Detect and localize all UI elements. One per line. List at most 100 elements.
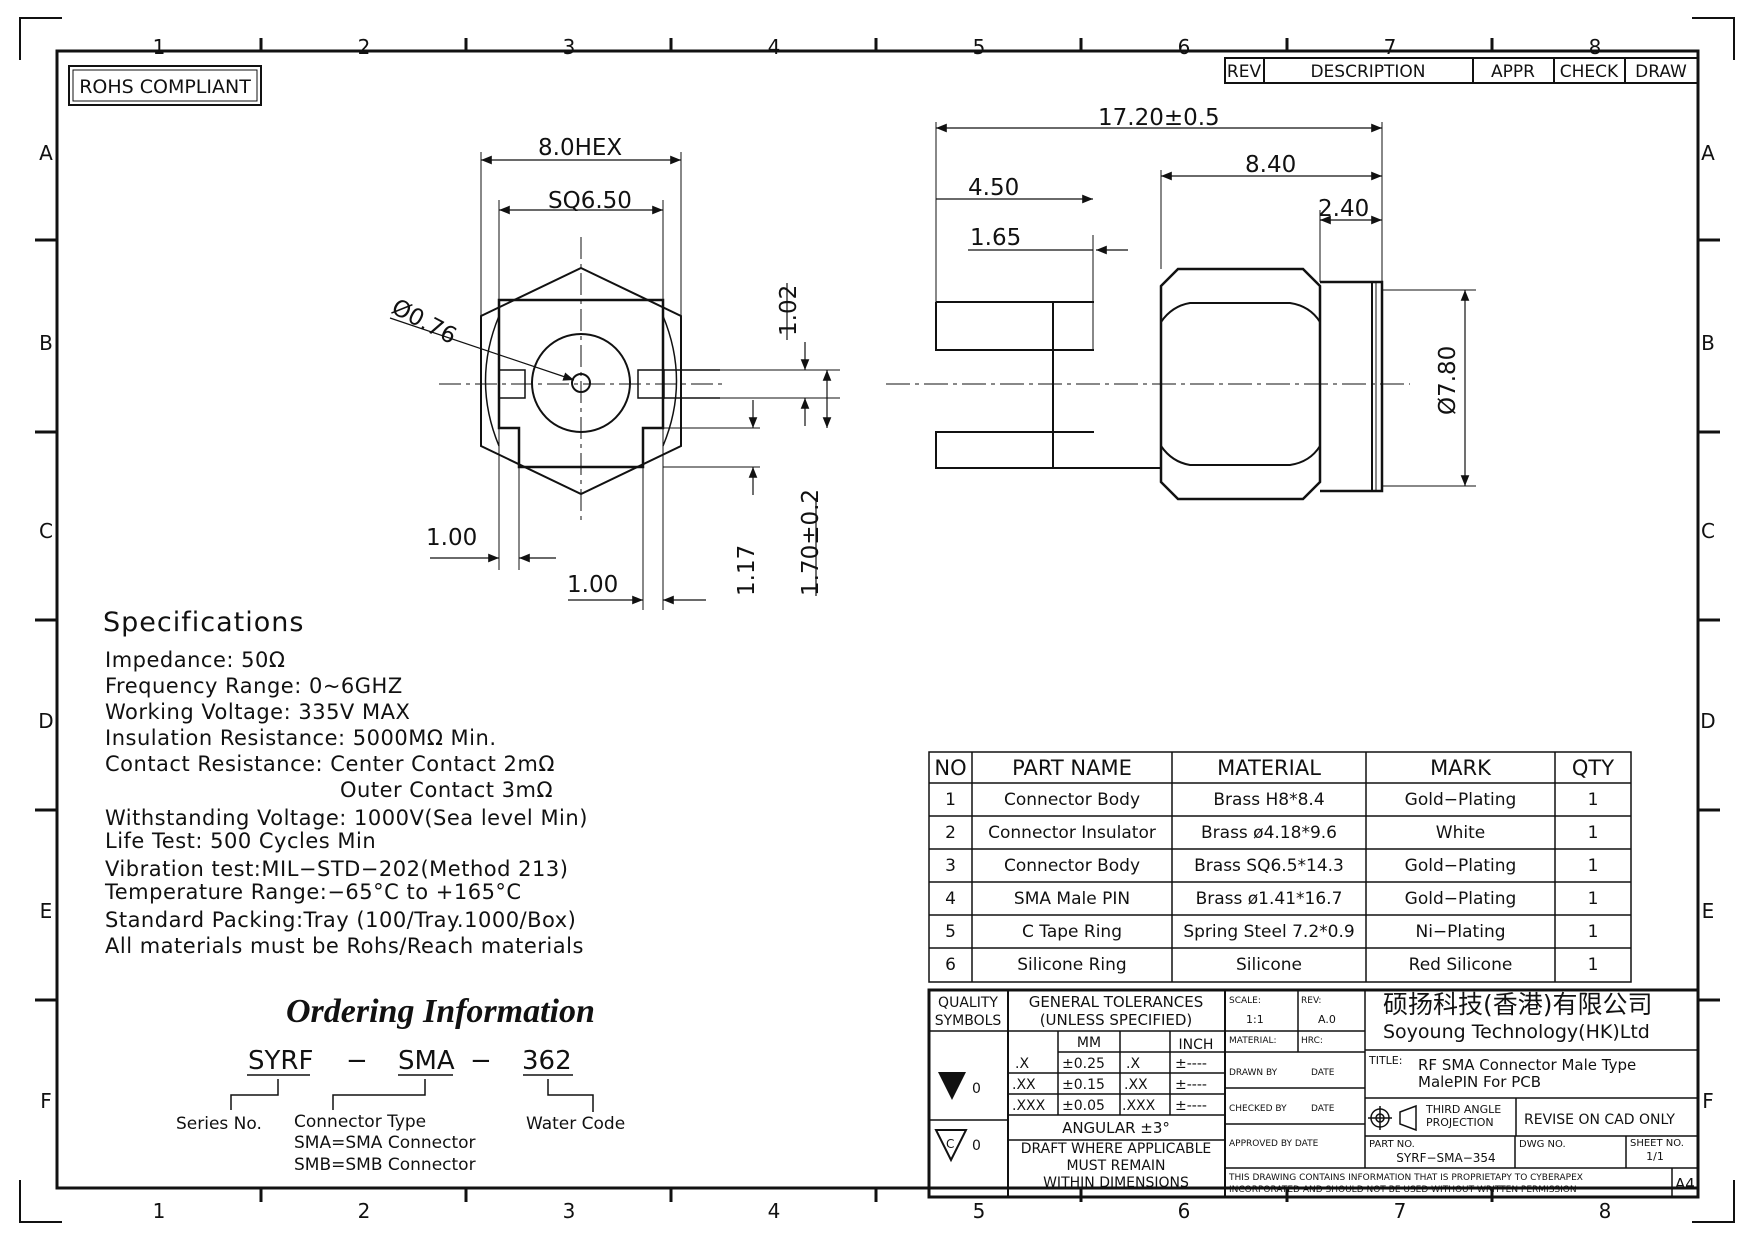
quality-label: QUALITY: [938, 995, 998, 1011]
table-cell: Gold−Plating: [1404, 888, 1517, 909]
dim-hex: 8.0HEX: [538, 135, 622, 161]
ordering-leaders: [230, 1074, 594, 1112]
table-row: 3: [945, 855, 956, 876]
dim-1-17: 1.17: [734, 545, 760, 596]
rear-ring: [1371, 281, 1383, 492]
col-label: 3: [563, 35, 576, 59]
mm-label: MM: [1077, 1035, 1101, 1051]
row-label: B: [1701, 331, 1715, 355]
rohs-label: ROHS COMPLIANT: [79, 76, 251, 98]
ordering-conn-label: Connector Type: [294, 1112, 427, 1132]
approved-by-label: APPROVED BY DATE: [1229, 1139, 1319, 1149]
row-label: C: [39, 519, 53, 543]
spec-frequency: Frequency Range: 0~6GHZ: [105, 674, 403, 698]
table-row: 6: [945, 955, 956, 975]
check-col: CHECK: [1560, 62, 1619, 82]
col-label: 6: [1178, 35, 1191, 59]
title-line-2: MalePIN For PCB: [1418, 1073, 1541, 1091]
table-cell: Silicone: [1236, 955, 1302, 975]
third-angle-1: THIRD ANGLE: [1425, 1103, 1501, 1116]
checked-by-label: CHECKED BY: [1229, 1104, 1287, 1114]
rev-label: REV:: [1301, 996, 1321, 1006]
company-cn: 硕扬科技(香港)有限公司: [1383, 990, 1653, 1019]
ordering-sma: SMA=SMA Connector: [294, 1133, 476, 1153]
col-label: 7: [1394, 1199, 1407, 1223]
col-label: 5: [973, 1199, 986, 1223]
table-cell: Ni−Plating: [1415, 921, 1506, 942]
appr-col: APPR: [1491, 62, 1535, 82]
row-label: A: [39, 141, 53, 165]
tol-x-mm: ±0.25: [1062, 1056, 1105, 1072]
quality-triangle-filled-icon: [938, 1072, 966, 1100]
table-row: 4: [945, 888, 956, 909]
spec-voltage: Working Voltage: 335V MAX: [105, 700, 411, 724]
bom-header-part: PART NAME: [1012, 755, 1132, 780]
draft-line-1: DRAFT WHERE APPLICABLE: [1021, 1141, 1212, 1157]
tol-x: .X: [1015, 1056, 1029, 1072]
table-cell: 1: [1587, 789, 1599, 810]
hrc-label: HRC:: [1301, 1036, 1323, 1046]
col-label: 4: [768, 35, 781, 59]
spec-insulation: Insulation Resistance: 5000MΩ Min.: [105, 726, 497, 750]
pcb-pin: [935, 301, 1094, 469]
table-cell: 1: [1587, 822, 1599, 843]
zone-ticks: [35, 38, 1720, 1202]
title-block-grid: [927, 988, 1700, 1199]
ordering-series-label: Series No.: [176, 1114, 262, 1134]
dim-1-65: 1.65: [970, 225, 1021, 251]
dim-2-40: 2.40: [1318, 196, 1369, 222]
tol-xx: .XX: [1012, 1077, 1036, 1093]
row-label: E: [40, 899, 53, 923]
row-label: F: [40, 1089, 52, 1113]
ordering-code: 362: [522, 1046, 572, 1076]
dim-total: 17.20±0.5: [1098, 105, 1220, 131]
tol-xxx-inch: ±----: [1175, 1098, 1207, 1114]
table-cell: 1: [1587, 855, 1599, 876]
material-label: MATERIAL:: [1229, 1036, 1277, 1046]
table-row: 1: [945, 789, 956, 810]
table-cell: Brass H8*8.4: [1213, 789, 1325, 810]
rev-col: REV: [1227, 62, 1262, 82]
specs-title: Specifications: [103, 607, 305, 638]
table-cell: 1: [1587, 888, 1599, 909]
symbol-zero-b: 0: [972, 1138, 981, 1154]
row-label: E: [1702, 899, 1715, 923]
zone-labels: 1 2 3 4 5 6 7 8 1 2 3 4 5 6 7 8 A B C D …: [38, 35, 1715, 1223]
unless-label: (UNLESS SPECIFIED): [1040, 1011, 1193, 1029]
col-label: 1: [153, 35, 166, 59]
table-cell: Silicone Ring: [1017, 955, 1127, 975]
tol-xx-mm: ±0.15: [1062, 1077, 1105, 1093]
col-label: 6: [1178, 1199, 1191, 1223]
ordering-dash-2: −: [470, 1046, 492, 1076]
col-label: 8: [1589, 35, 1602, 59]
notice-line-1: THIS DRAWING CONTAINS INFORMATION THAT I…: [1228, 1173, 1583, 1183]
third-angle-projection-icon: [1368, 1104, 1417, 1132]
spec-impedance: Impedance: 50Ω: [105, 648, 286, 672]
ordering-water-label: Water Code: [526, 1114, 626, 1134]
ordering-type: SMA: [398, 1046, 455, 1076]
symbol-zero-a: 0: [972, 1081, 981, 1097]
table-cell: Spring Steel 7.2*0.9: [1183, 921, 1355, 942]
table-cell: SMA Male PIN: [1013, 888, 1131, 909]
tol-xxx: .XXX: [1012, 1098, 1046, 1114]
bom-header-no: NO: [934, 755, 967, 780]
row-label: D: [1700, 709, 1715, 733]
title-label: TITLE:: [1368, 1054, 1402, 1067]
table-cell: Brass ø4.18*9.6: [1201, 822, 1337, 843]
part-no-value: SYRF−SMA−354: [1396, 1151, 1495, 1165]
revision-header: [1224, 57, 1699, 84]
gen-tol-label: GENERAL TOLERANCES: [1029, 993, 1204, 1011]
quality-triangle-outline-icon: [934, 1129, 968, 1163]
spec-contact: Contact Resistance: Center Contact 2mΩ: [105, 752, 555, 776]
table-cell: C Tape Ring: [1021, 921, 1123, 942]
ordering-title: Ordering Information: [286, 993, 595, 1030]
spec-life: Life Test: 500 Cycles Min: [105, 829, 377, 853]
table-cell: Connector Body: [1004, 855, 1140, 876]
bom-header-mark: MARK: [1430, 755, 1491, 780]
draft-line-3: WITHIN DIMENSIONS: [1043, 1175, 1189, 1191]
tol-xxx-in: .XXX: [1122, 1098, 1156, 1114]
symbols-label: SYMBOLS: [935, 1013, 1002, 1029]
col-label: 3: [563, 1199, 576, 1223]
front-view: [389, 152, 840, 610]
